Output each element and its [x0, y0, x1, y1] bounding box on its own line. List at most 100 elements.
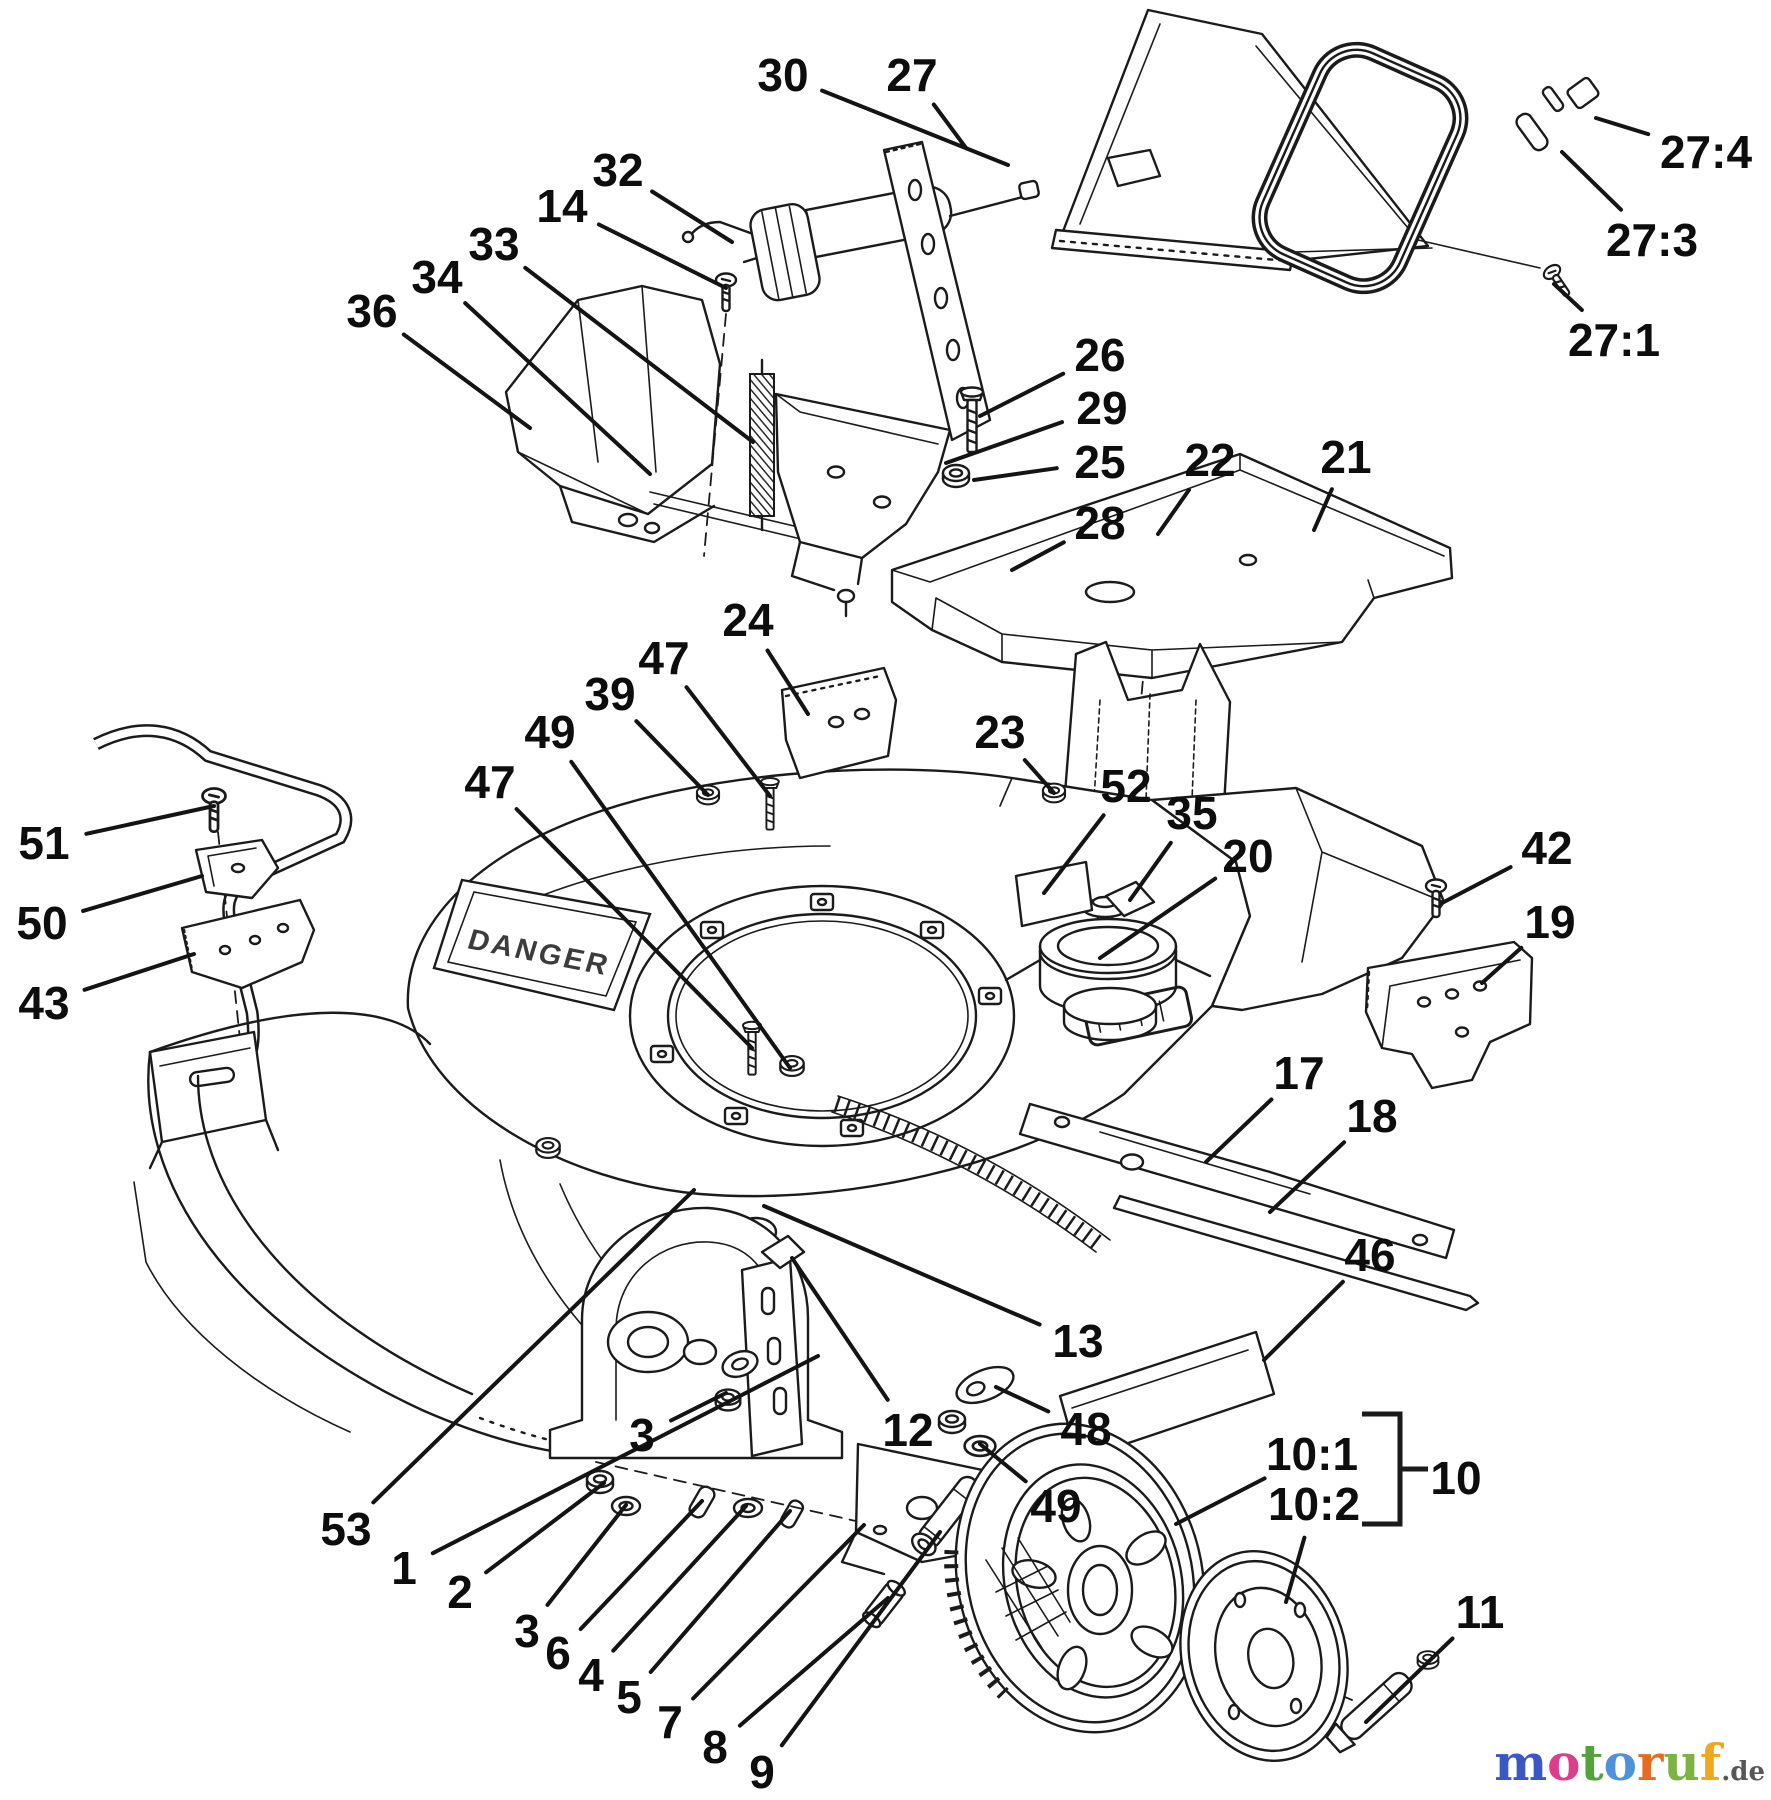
screw-14-icon — [703, 272, 738, 557]
leader-line-17 — [1204, 1097, 1274, 1164]
leader-line-9 — [779, 1530, 942, 1748]
callout-30-0: 30 — [757, 49, 808, 101]
leader-line-29 — [944, 420, 1064, 465]
blade-ring — [628, 884, 1016, 1148]
callout-50-28: 50 — [16, 897, 67, 949]
callout-10-39: 10 — [1430, 1452, 1481, 1504]
leader-line-46 — [1262, 1279, 1345, 1362]
callout-43-29: 43 — [18, 977, 69, 1029]
callout-33-7: 33 — [468, 218, 519, 270]
leader-line-1 — [430, 1354, 820, 1556]
leader-line-10:1 — [1174, 1476, 1267, 1526]
callout-24-16: 24 — [722, 594, 774, 646]
leader-line-8 — [737, 1596, 890, 1728]
callout-28-13: 28 — [1074, 497, 1125, 549]
watermark-suffix: .de — [1721, 1757, 1765, 1787]
leader-line-18 — [1268, 1140, 1347, 1214]
callout-3-45: 3 — [514, 1605, 540, 1657]
leader-line-48 — [994, 1385, 1051, 1414]
leader-line-24 — [765, 648, 810, 716]
callout-27:4-2: 27:4 — [1660, 126, 1752, 178]
leader-line-14 — [596, 222, 728, 290]
callout-46-32: 46 — [1344, 1229, 1395, 1281]
leader-line-47 — [514, 807, 754, 1050]
leader-line-5 — [648, 1509, 792, 1674]
leader-line-12 — [790, 1256, 890, 1402]
discharge-chute — [1050, 8, 1541, 272]
callout-4-47: 4 — [578, 1649, 604, 1701]
watermark-letters: motoruf — [1494, 1733, 1721, 1792]
leader-line-39 — [634, 719, 710, 797]
callout-52-22: 52 — [1100, 760, 1151, 812]
watermark-logo: motoruf.de — [1494, 1733, 1765, 1792]
logo-letter-f: f — [1699, 1733, 1722, 1792]
leader-line-52 — [1042, 813, 1106, 895]
callout-21-15: 21 — [1320, 431, 1371, 483]
leader-line-10:2 — [1284, 1535, 1307, 1604]
callout-9-51: 9 — [749, 1746, 775, 1798]
callout-10:1-37: 10:1 — [1266, 1428, 1358, 1480]
leader-line-51 — [84, 804, 216, 836]
rear-wall — [1062, 640, 1232, 808]
leader-line-3 — [545, 1503, 628, 1607]
leader-line-47 — [684, 685, 772, 798]
leader-line-27:4 — [1594, 116, 1651, 137]
hub-cap — [1179, 1550, 1440, 1762]
callout-36-9: 36 — [346, 285, 397, 337]
callout-26-10: 26 — [1074, 329, 1125, 381]
callout-27-1: 27 — [886, 49, 937, 101]
leader-line-32 — [650, 189, 734, 244]
callout-25-12: 25 — [1074, 436, 1125, 488]
leader-line-36 — [401, 332, 532, 430]
adjuster-lever — [740, 1234, 806, 1458]
leader-line-27:1 — [1552, 282, 1584, 312]
callout-47-17: 47 — [638, 632, 689, 684]
leader-line-33 — [523, 265, 755, 444]
callout-39-18: 39 — [584, 668, 635, 720]
leader-line-3 — [669, 1391, 728, 1423]
leader-line-2 — [484, 1481, 606, 1575]
callout-51-27: 51 — [18, 817, 69, 869]
leader-line-19 — [1480, 945, 1524, 985]
group-10-bracket — [1362, 1411, 1428, 1527]
callout-11-40: 11 — [1456, 1586, 1505, 1638]
handle-mount-50 — [194, 838, 280, 900]
callout-10:2-38: 10:2 — [1268, 1478, 1360, 1530]
chute-hardware — [1515, 76, 1600, 302]
chute-handle-icon — [1251, 41, 1469, 295]
callout-19-26: 19 — [1524, 896, 1575, 948]
hinge-plate-30 — [882, 140, 992, 442]
leader-line-21 — [1312, 487, 1334, 532]
lift-cylinder — [749, 179, 1040, 302]
callout-7-49: 7 — [657, 1696, 683, 1748]
leader-line-6 — [578, 1499, 704, 1631]
side-baffle-19 — [1364, 878, 1534, 1090]
leader-line-49 — [569, 759, 792, 1070]
callout-27:1-4: 27:1 — [1568, 314, 1660, 366]
callout-2-43: 2 — [447, 1566, 473, 1618]
callout-49-36: 49 — [1030, 1480, 1081, 1532]
leader-line-43 — [82, 952, 196, 992]
callout-12-35: 12 — [882, 1404, 933, 1456]
leader-line-13 — [762, 1204, 1042, 1327]
leader-line-22 — [1156, 487, 1191, 536]
callout-48-34: 48 — [1060, 1403, 1111, 1455]
leader-line-27 — [931, 102, 968, 150]
leader-line-27:3 — [1560, 150, 1623, 212]
leader-line-34 — [463, 301, 652, 476]
callout-18-31: 18 — [1346, 1090, 1397, 1142]
leader-line-53 — [371, 1188, 696, 1505]
bracket-24 — [780, 666, 898, 780]
callout-14-6: 14 — [536, 180, 588, 232]
callout-3-44: 3 — [629, 1409, 655, 1461]
logo-letter-m: m — [1494, 1733, 1548, 1792]
callout-5-48: 5 — [616, 1671, 642, 1723]
callout-47-20: 47 — [464, 756, 515, 808]
callout-34-8: 34 — [411, 251, 463, 303]
axle-bolt-11 — [1325, 1671, 1413, 1754]
logo-letter-u: u — [1663, 1733, 1700, 1792]
belt-cover — [890, 452, 1454, 680]
logo-letter-o: o — [1547, 1733, 1581, 1792]
leader-line-50 — [81, 874, 204, 913]
